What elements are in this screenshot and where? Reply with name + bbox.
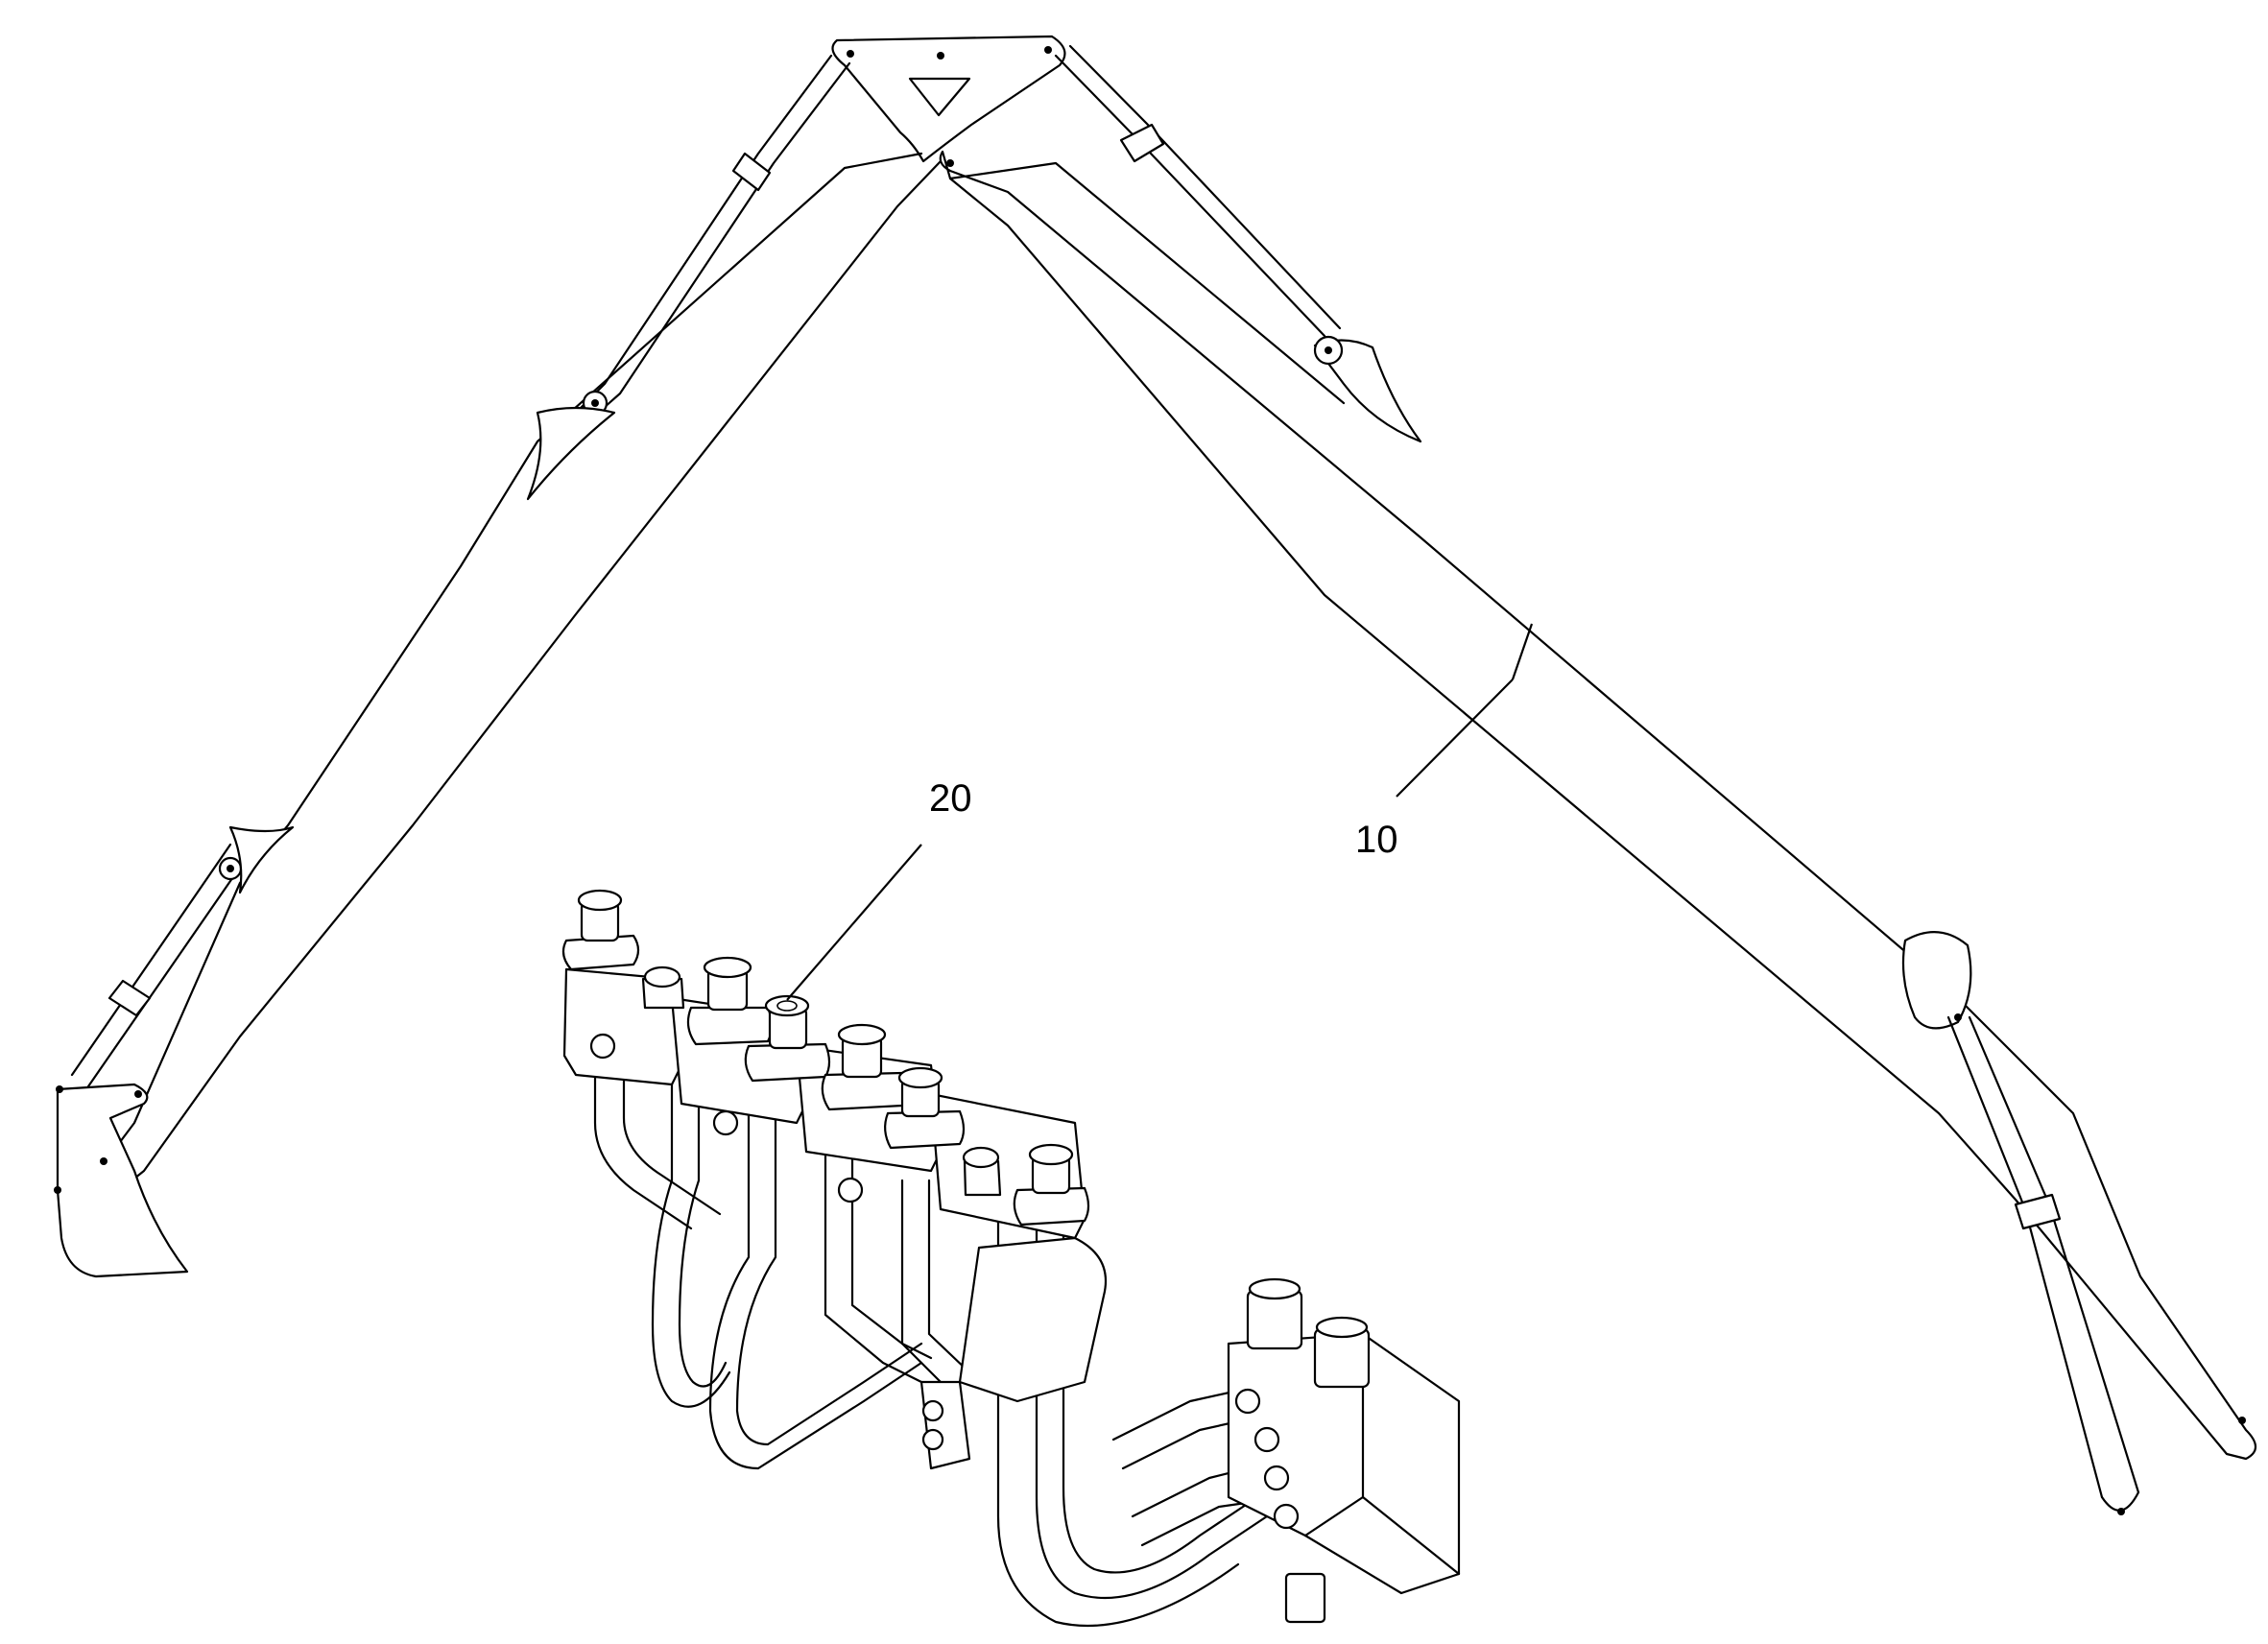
support-bracket [958,1236,1108,1403]
fitting-3 [686,956,774,1046]
boom-apex-plate [831,35,1066,163]
callout-label-10: 10 [1355,819,1398,861]
apex-triangle-cutout [908,77,971,117]
callout-label-20: 20 [929,777,972,820]
leader-line-20 [786,844,922,1001]
leader-line-10 [1396,679,1514,798]
right-lower-cylinder-bracket [1901,931,1972,1030]
boom-assembly [54,35,2257,1515]
left-lower-bracket [228,825,295,894]
fitting-7 [962,1146,1002,1197]
left-cylinder [574,54,833,415]
boom-left-arm [104,152,923,1163]
fitting-2 [641,965,685,1010]
boom-left-arm-inner [94,159,943,1211]
hose-bundle [593,1054,1288,1628]
left-lower-cylinder [70,843,232,1077]
bucket [56,1083,189,1278]
callout-20: 20 [786,777,972,1001]
solenoid-valve-block [1227,1277,1461,1624]
callout-10: 10 [1355,623,1534,861]
fitting-1 [561,889,640,971]
fitting-8 [1013,1143,1090,1227]
left-arm-bracket [526,406,616,501]
boom-right-arm [939,150,2257,1461]
fitting-6 [884,1066,966,1150]
fitting-5 [821,1023,908,1111]
valve-block-assembly [561,889,1461,1628]
fittings [561,889,1090,1227]
right-arm-top-bracket [1313,339,1422,443]
